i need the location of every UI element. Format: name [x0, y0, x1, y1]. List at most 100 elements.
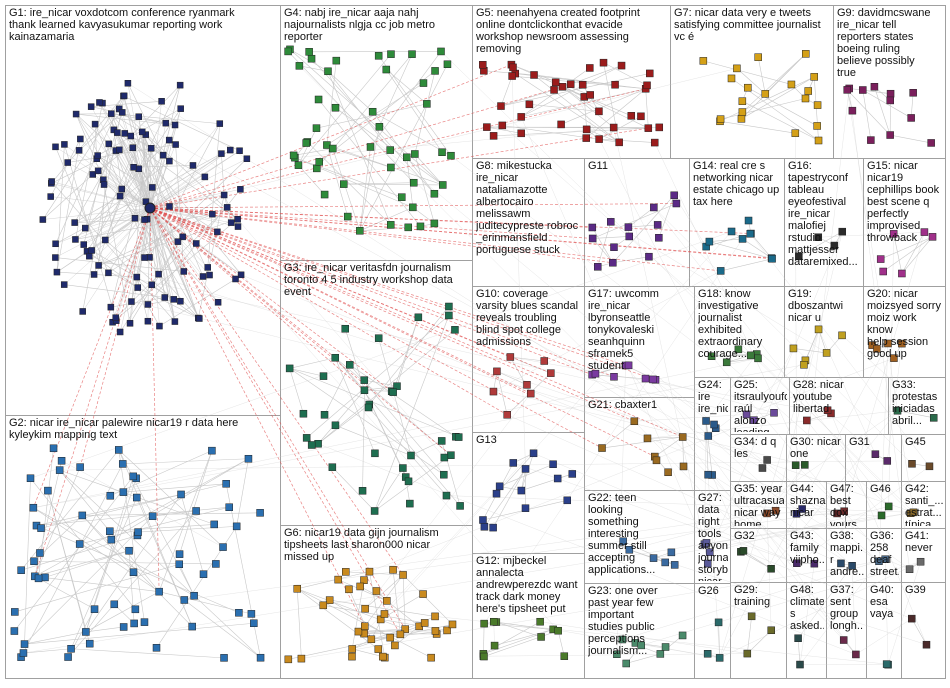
- node-g6: [380, 610, 389, 618]
- node-g19: [800, 361, 808, 369]
- node-g27: [702, 539, 711, 547]
- node-g6: [361, 604, 369, 613]
- edge: [521, 88, 646, 118]
- node-g5: [508, 72, 516, 80]
- cross-edge: [629, 549, 927, 645]
- node-g1: [108, 110, 115, 117]
- node-g23: [622, 659, 630, 668]
- cross-edge: [59, 460, 888, 471]
- edge: [85, 626, 124, 633]
- edge: [105, 167, 134, 241]
- node-g42: [909, 508, 918, 517]
- node-g5: [646, 69, 654, 78]
- edge: [23, 648, 72, 654]
- node-g2: [220, 654, 228, 662]
- node-g2: [212, 560, 220, 568]
- node-g9: [859, 86, 867, 94]
- node-g5: [479, 61, 487, 69]
- node-g20: [868, 341, 876, 349]
- node-g37: [839, 636, 848, 644]
- edge: [64, 144, 117, 321]
- edge: [326, 144, 443, 186]
- node-g4: [315, 158, 323, 166]
- group-box-g26: [694, 583, 731, 679]
- spoke-edge: [64, 144, 151, 209]
- hub-edge: [149, 207, 655, 457]
- node-g2: [190, 591, 198, 600]
- edge: [20, 463, 124, 658]
- node-g7: [699, 57, 708, 65]
- node-g7: [813, 101, 822, 109]
- node-g6: [448, 620, 457, 629]
- edge: [496, 371, 508, 415]
- hub-edge: [33, 207, 151, 508]
- node-g38: [848, 562, 856, 570]
- node-g2: [10, 627, 19, 635]
- node-g1: [158, 98, 165, 105]
- node-g1: [72, 236, 79, 243]
- spoke-edge: [149, 207, 176, 322]
- node-g6: [284, 655, 293, 664]
- spoke-edge: [149, 153, 222, 209]
- cross-edge: [610, 221, 827, 354]
- node-g3: [445, 311, 453, 320]
- node-g7: [802, 50, 810, 58]
- edge: [645, 88, 649, 129]
- edge: [392, 569, 401, 635]
- cross-edge: [30, 231, 732, 479]
- edge: [317, 329, 456, 444]
- node-g2: [17, 566, 25, 574]
- node-g3: [454, 433, 463, 441]
- node-g3: [445, 302, 453, 311]
- node-g7: [814, 136, 823, 145]
- edge: [129, 236, 183, 324]
- edge: [352, 648, 383, 657]
- edge: [317, 404, 370, 444]
- node-g7: [738, 108, 747, 116]
- node-g30: [801, 461, 809, 469]
- group-box-g44: [786, 481, 846, 529]
- node-g2: [152, 644, 161, 652]
- node-g21: [679, 462, 688, 471]
- node-g23: [618, 635, 627, 644]
- spoke-edge: [116, 207, 151, 321]
- edge: [121, 188, 200, 319]
- node-g4: [443, 60, 452, 69]
- cross-edge: [299, 65, 797, 564]
- cross-edge: [796, 466, 930, 564]
- edge: [765, 53, 806, 95]
- node-g21: [643, 434, 652, 443]
- node-g4: [411, 150, 419, 158]
- node-g15: [876, 255, 885, 263]
- edge: [297, 588, 406, 630]
- node-g1: [116, 192, 124, 200]
- node-g13: [521, 504, 530, 512]
- cross-edge: [634, 412, 775, 422]
- node-g14: [705, 237, 714, 246]
- node-g5: [650, 138, 659, 147]
- node-g6: [348, 652, 356, 661]
- edge: [297, 588, 379, 650]
- node-g1: [71, 219, 78, 226]
- node-g1: [214, 228, 221, 236]
- node-g15: [928, 233, 937, 241]
- edge: [138, 85, 181, 169]
- node-g28: [803, 416, 811, 425]
- node-g5: [615, 138, 623, 147]
- group-box-g21: [584, 397, 695, 491]
- node-g1: [216, 120, 224, 127]
- spoke-edge: [149, 207, 165, 298]
- node-g14: [716, 267, 725, 275]
- node-g17: [591, 369, 600, 378]
- node-g34: [763, 456, 771, 464]
- node-g2: [20, 640, 29, 648]
- edge: [293, 148, 333, 156]
- node-g23: [678, 631, 687, 640]
- cross-edge: [654, 142, 805, 465]
- node-g1: [90, 271, 98, 278]
- edge: [332, 466, 375, 512]
- node-g2: [30, 557, 38, 566]
- edge: [221, 153, 225, 195]
- node-g1: [107, 303, 115, 311]
- edge: [225, 483, 261, 658]
